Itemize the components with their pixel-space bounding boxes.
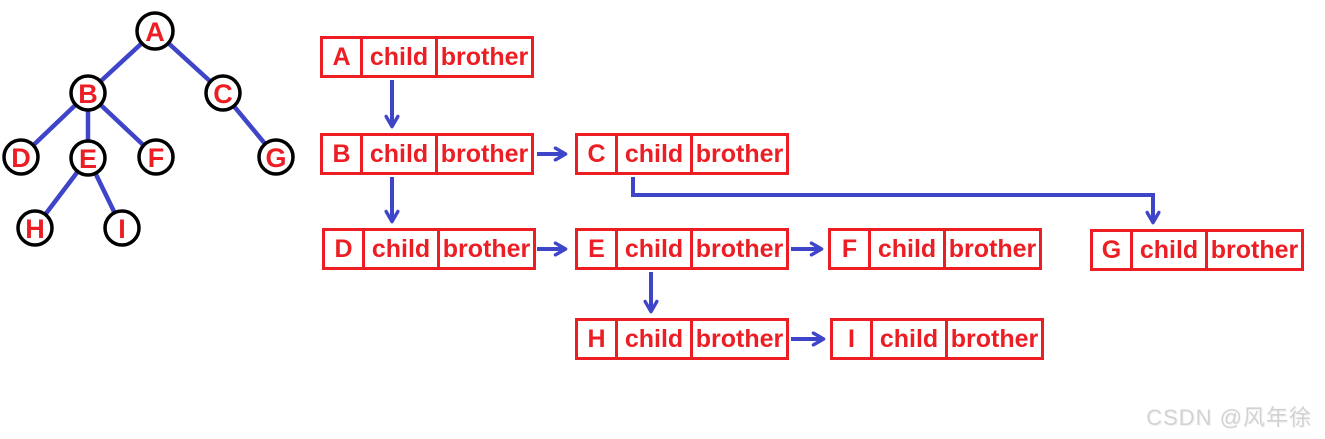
record-letter: H: [578, 321, 618, 357]
record-letter: F: [831, 231, 871, 267]
record-letter: E: [578, 231, 618, 267]
tree-nodes: [2, 11, 295, 247]
pointer-C-child-to-G: [631, 177, 1153, 221]
record-letter: D: [325, 231, 365, 267]
tree-node-I: [103, 209, 141, 247]
record-box-D: D child brother: [322, 228, 536, 270]
tree-node-C: [204, 74, 242, 112]
edge-E-I: [85, 155, 125, 231]
record-brother-field: brother: [695, 235, 784, 263]
tree-node-label-B: B: [78, 79, 98, 109]
record-child-field: child: [618, 321, 693, 357]
tree-node-label-E: E: [79, 144, 97, 174]
record-brother-field: brother: [1210, 236, 1299, 264]
csdn-watermark: CSDN @风年徐: [1146, 405, 1312, 430]
record-child-field: child: [618, 231, 693, 267]
record-child-field: child: [1133, 232, 1208, 268]
record-brother-field: brother: [695, 325, 784, 353]
tree-node-label-A: A: [145, 17, 165, 47]
pointer-arrows: [392, 80, 1153, 339]
tree-node-label-D: D: [11, 143, 31, 173]
record-child-field: child: [871, 231, 946, 267]
record-box-H: H child brother: [575, 318, 789, 360]
tree-node-label-F: F: [148, 143, 165, 173]
record-brother-field: brother: [950, 325, 1039, 353]
record-box-E: E child brother: [575, 228, 789, 270]
tree-node-E: [69, 139, 107, 177]
tree-node-B: [69, 74, 107, 112]
record-letter: G: [1093, 232, 1133, 268]
edge-A-B: [85, 28, 158, 96]
tree-node-labels: A B C D E F G H I: [11, 17, 286, 244]
tree-node-A: [135, 11, 175, 51]
tree-node-label-G: G: [265, 143, 286, 173]
record-child-field: child: [363, 39, 438, 75]
record-brother-field: brother: [948, 235, 1037, 263]
record-child-field: child: [365, 231, 440, 267]
record-box-F: F child brother: [828, 228, 1042, 270]
edge-B-F: [85, 90, 159, 160]
tree-edges: [18, 28, 279, 231]
record-letter: A: [323, 39, 363, 75]
edge-B-D: [18, 90, 91, 160]
tree-node-D: [2, 138, 40, 176]
record-brother-field: brother: [695, 140, 784, 168]
edge-C-G: [220, 90, 279, 160]
record-box-G: G child brother: [1090, 229, 1304, 271]
tree-node-G: [257, 138, 295, 176]
record-child-field: child: [363, 136, 438, 172]
record-box-A: A child brother: [320, 36, 534, 78]
record-child-field: child: [618, 136, 693, 172]
record-box-B: B child brother: [320, 133, 534, 175]
tree-node-label-H: H: [25, 214, 45, 244]
edge-A-C: [152, 28, 226, 96]
record-brother-field: brother: [442, 235, 531, 263]
record-child-field: child: [873, 321, 948, 357]
record-letter: I: [833, 321, 873, 357]
record-brother-field: brother: [440, 140, 529, 168]
tree-node-label-I: I: [118, 214, 126, 244]
record-letter: C: [578, 136, 618, 172]
record-box-I: I child brother: [830, 318, 1044, 360]
tree-node-H: [16, 209, 54, 247]
edge-E-H: [32, 155, 91, 231]
record-brother-field: brother: [440, 43, 529, 71]
record-letter: B: [323, 136, 363, 172]
record-box-C: C child brother: [575, 133, 789, 175]
tree-node-F: [137, 138, 175, 176]
tree-node-label-C: C: [213, 79, 233, 109]
